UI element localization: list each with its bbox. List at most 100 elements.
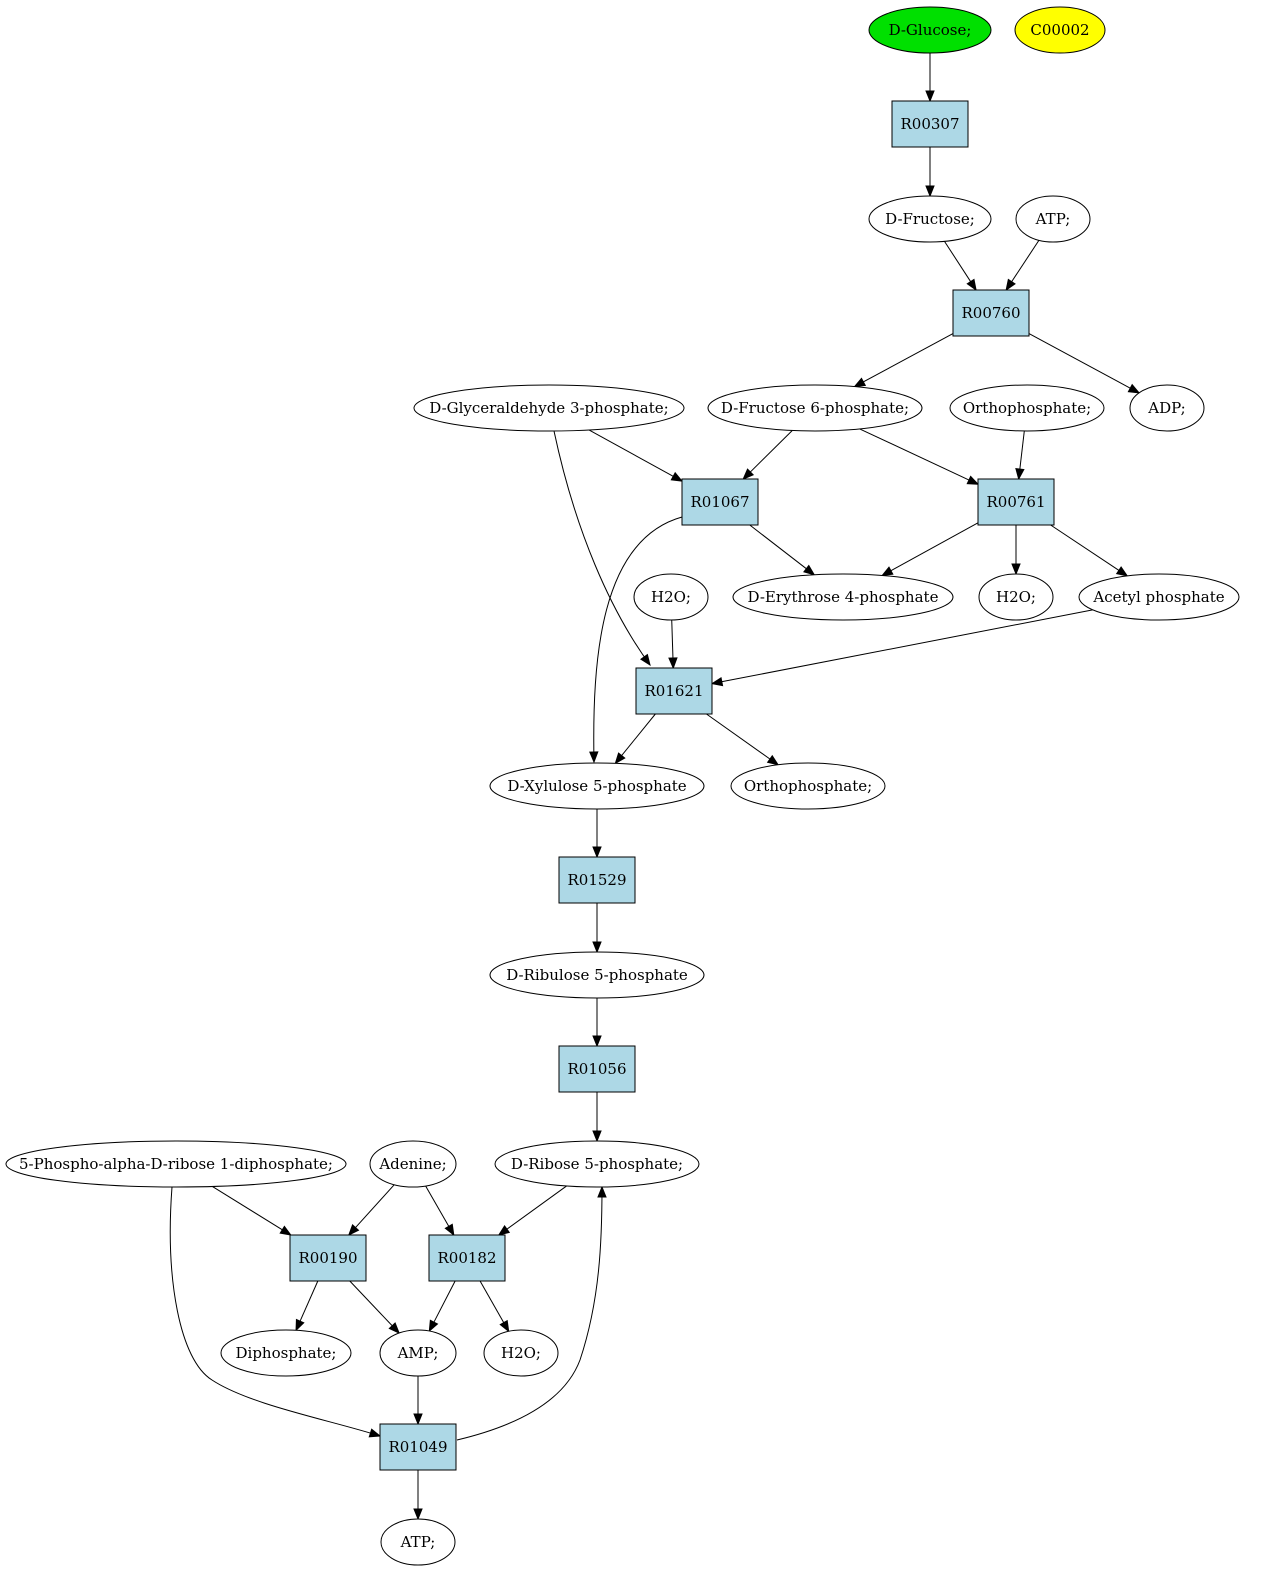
compound-node-h2o_b[interactable]: H2O; <box>978 573 1054 621</box>
compound-node-f6p[interactable]: D-Fructose 6-phosphate; <box>707 384 923 432</box>
arrowhead-icon <box>925 185 935 198</box>
compound-node-amp[interactable]: AMP; <box>379 1329 457 1377</box>
compound-node-acp[interactable]: Acetyl phosphate <box>1078 573 1240 621</box>
node-label: AMP; <box>397 1344 439 1362</box>
arrowhead-icon <box>640 653 651 667</box>
arrowhead-icon <box>1115 566 1129 577</box>
node-label: R00182 <box>437 1249 496 1267</box>
node-label: Acetyl phosphate <box>1092 588 1224 606</box>
compound-node-adp[interactable]: ADP; <box>1129 384 1205 432</box>
compound-node-r5p[interactable]: D-Ribose 5-phosphate; <box>494 1140 700 1188</box>
compound-node-atp_bottom[interactable]: ATP; <box>380 1518 456 1566</box>
compound-node-pi_top[interactable]: Orthophosphate; <box>949 384 1105 432</box>
compound-ellipse <box>978 573 1054 621</box>
arrowhead-icon <box>279 1225 292 1236</box>
node-label: Orthophosphate; <box>963 399 1091 417</box>
compound-node-gap[interactable]: D-Glyceraldehyde 3-phosphate; <box>413 384 685 432</box>
node-label: R00761 <box>986 493 1045 511</box>
compound-ellipse <box>730 762 886 810</box>
reaction-box <box>428 1234 506 1282</box>
arrowhead-icon <box>668 657 678 670</box>
reaction-node-r01049[interactable]: R01049 <box>379 1423 457 1471</box>
node-label: R01049 <box>388 1438 447 1456</box>
edge-line <box>479 1280 505 1324</box>
arrowhead-icon <box>710 676 724 687</box>
node-label: R00307 <box>900 115 959 133</box>
compound-node-atp_top[interactable]: ATP; <box>1015 195 1091 243</box>
compound-ellipse <box>707 384 923 432</box>
compound-node-pi_mid[interactable]: Orthophosphate; <box>730 762 886 810</box>
reaction-node-r01529[interactable]: R01529 <box>558 856 636 904</box>
compound-ellipse <box>413 384 685 432</box>
reaction-node-r00190[interactable]: R00190 <box>289 1234 367 1282</box>
edge-r5p-to-r00182 <box>497 1185 567 1236</box>
compound-node-prpp[interactable]: 5-Phospho-alpha-D-ribose 1-diphosphate; <box>5 1140 347 1188</box>
compound-node-adenine[interactable]: Adenine; <box>369 1140 457 1188</box>
compound-node-ppi[interactable]: Diphosphate; <box>220 1329 352 1377</box>
compound-ellipse <box>489 951 705 999</box>
compound-node-c00002[interactable]: C00002 <box>1014 6 1106 54</box>
node-label: D-Glucose; <box>889 21 972 39</box>
edge-line <box>505 1185 567 1231</box>
edge-line <box>1019 430 1025 471</box>
node-label: 5-Phospho-alpha-D-ribose 1-diphosphate; <box>19 1155 333 1173</box>
reaction-node-r00761[interactable]: R00761 <box>977 478 1055 526</box>
arrowhead-icon <box>497 1225 511 1236</box>
node-label: Adenine; <box>378 1155 446 1173</box>
compound-node-h2o_a[interactable]: H2O; <box>633 573 709 621</box>
edge-line <box>425 1185 450 1228</box>
edge-line <box>1010 240 1040 283</box>
edge-line <box>212 1186 284 1231</box>
node-label: Orthophosphate; <box>744 777 872 795</box>
arrowhead-icon <box>592 941 602 954</box>
compound-ellipse <box>483 1329 559 1377</box>
arrowhead-icon <box>880 566 894 577</box>
edge-ru5p-to-r01056 <box>592 998 602 1048</box>
edge-r01049-to-r5p <box>456 1185 607 1441</box>
arrowhead-icon <box>444 1223 455 1237</box>
compound-ellipse <box>868 195 992 243</box>
node-label: D-Xylulose 5-phosphate <box>507 777 686 795</box>
compound-node-x5p[interactable]: D-Xylulose 5-phosphate <box>489 762 705 810</box>
reaction-node-r00182[interactable]: R00182 <box>428 1234 506 1282</box>
arrowhead-icon <box>1011 563 1021 576</box>
arrowhead-icon <box>347 1224 360 1236</box>
arrowhead-icon <box>295 1318 305 1332</box>
compound-node-glucose[interactable]: D-Glucose; <box>868 6 992 54</box>
reaction-node-r00760[interactable]: R00760 <box>952 289 1030 337</box>
compound-ellipse <box>379 1329 457 1377</box>
compound-ellipse <box>732 573 954 621</box>
arrowhead-icon <box>925 90 935 103</box>
arrowhead-icon <box>742 468 755 480</box>
node-label: R01529 <box>567 871 626 889</box>
node-label: H2O; <box>501 1344 541 1362</box>
edge-r00182-to-h2o_c <box>479 1280 510 1333</box>
reaction-node-r01067[interactable]: R01067 <box>681 478 759 526</box>
edge-r01049-to-atp_bottom <box>413 1470 423 1521</box>
edge-acp-to-r01621 <box>710 609 1093 687</box>
compound-node-h2o_c[interactable]: H2O; <box>483 1329 559 1377</box>
edge-r00190-to-amp <box>349 1280 401 1335</box>
edge-f6p-to-r00761 <box>859 428 980 485</box>
reaction-node-r00307[interactable]: R00307 <box>891 100 969 148</box>
edge-line <box>1028 333 1132 390</box>
compound-node-e4p[interactable]: D-Erythrose 4-phosphate <box>732 573 954 621</box>
arrowhead-icon <box>1015 468 1025 481</box>
edge-r00760-to-adp <box>1028 333 1141 394</box>
edge-r01621-to-pi_mid <box>706 713 780 766</box>
edge-gap-to-r01621 <box>553 430 651 667</box>
reaction-node-r01056[interactable]: R01056 <box>558 1045 636 1093</box>
compound-node-ru5p[interactable]: D-Ribulose 5-phosphate <box>489 951 705 999</box>
arrowhead-icon <box>766 754 780 766</box>
edge-r01621-to-x5p <box>614 713 656 765</box>
edge-glucose-to-r00307 <box>925 53 935 103</box>
compound-node-fructose[interactable]: D-Fructose; <box>868 195 992 243</box>
edges-layer <box>169 53 1141 1521</box>
edge-r00190-to-ppi <box>295 1280 319 1332</box>
edge-line <box>553 430 651 666</box>
edge-line <box>593 516 683 763</box>
reaction-box <box>558 856 636 904</box>
edge-r00761-to-acp <box>1050 524 1129 577</box>
reaction-node-r01621[interactable]: R01621 <box>635 667 713 715</box>
